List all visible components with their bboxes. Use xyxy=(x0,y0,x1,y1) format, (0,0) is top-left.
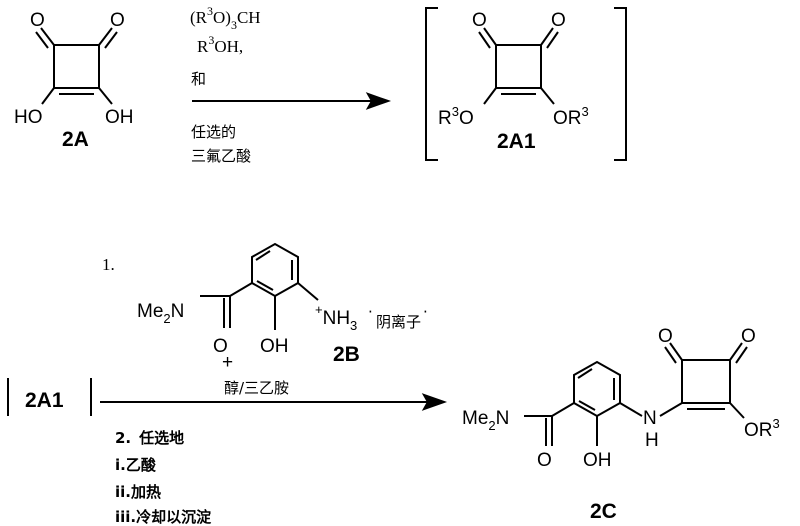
bond xyxy=(619,402,643,417)
atom-O: O xyxy=(741,326,756,347)
bond xyxy=(229,282,253,297)
bond xyxy=(98,87,113,105)
condition-tfa: 三氟乙酸 xyxy=(191,147,251,165)
atom-O: O xyxy=(213,336,228,357)
compound-2B-structure xyxy=(200,242,319,330)
anion-label: 阴离子 xyxy=(376,313,421,331)
reagent-orthoformate: (R3O)3CH xyxy=(190,4,261,32)
step-2-ii: ii.加热 xyxy=(115,483,161,501)
bond xyxy=(729,342,743,361)
bond xyxy=(551,402,575,417)
bond xyxy=(546,31,559,49)
compound-label-2A1: 2A1 xyxy=(497,130,536,153)
atom-OH: OH xyxy=(105,107,134,128)
bond xyxy=(729,402,745,419)
step-2-label: 2.任选地 xyxy=(115,429,184,447)
plus-sign: + xyxy=(222,352,233,373)
bond xyxy=(41,87,55,105)
atom-HO: HO xyxy=(14,107,43,128)
condition-solvent: 醇/三乙胺 xyxy=(224,379,289,397)
double-bond-inner xyxy=(255,250,271,261)
bond xyxy=(735,346,748,364)
bond xyxy=(669,342,683,361)
compound-label-2A: 2A xyxy=(62,128,89,151)
double-bond-inner xyxy=(577,368,593,379)
bond xyxy=(35,31,49,49)
reaction-arrow-1-head xyxy=(365,92,392,110)
bond xyxy=(540,27,554,46)
substituent-Me2N: Me2N xyxy=(137,301,184,326)
anion-dot: · xyxy=(368,303,373,321)
atom-H: H xyxy=(645,430,659,451)
bond xyxy=(40,27,55,46)
atom-OH: OH xyxy=(260,336,289,357)
substituent-OR3: OR3 xyxy=(553,104,589,129)
compound-label-2A1: 2A1 xyxy=(25,389,64,412)
atom-OH: OH xyxy=(583,450,612,471)
bond xyxy=(483,27,497,46)
ammonium-NH3-plus: +NH3 xyxy=(315,302,357,333)
compound-2A1-structure xyxy=(478,27,559,105)
step-1-label: 1. xyxy=(102,255,115,274)
bracket-right xyxy=(614,7,627,161)
step-2-iii: iii.冷却以沉淀 xyxy=(115,508,212,526)
substituent-Me2N: Me2N xyxy=(462,408,509,433)
bond xyxy=(478,31,491,49)
compound-2C-structure xyxy=(524,342,748,446)
atom-N: N xyxy=(643,408,657,429)
bracket-left xyxy=(425,7,438,161)
step-2-i: i.乙酸 xyxy=(115,456,157,474)
compound-label-2B: 2B xyxy=(333,343,360,366)
atom-O: O xyxy=(472,10,487,31)
bond xyxy=(483,87,497,105)
substituent-OR3: OR3 xyxy=(744,416,780,441)
atom-O: O xyxy=(30,10,45,31)
substituent-R3O: R3O xyxy=(438,104,474,129)
bond xyxy=(659,402,683,417)
bond xyxy=(664,346,677,364)
bond xyxy=(98,27,113,46)
atom-O: O xyxy=(537,450,552,471)
double-bond-inner xyxy=(256,280,274,291)
compound-label-2C: 2C xyxy=(590,500,617,523)
bond xyxy=(104,31,118,49)
atom-O: O xyxy=(110,10,125,31)
double-bond-inner xyxy=(578,400,596,411)
condition-optional: 任选的 xyxy=(191,123,236,141)
bond xyxy=(540,87,555,105)
bond xyxy=(297,282,319,301)
condition-and: 和 xyxy=(191,70,206,88)
atom-O: O xyxy=(551,10,566,31)
compound-2A-structure xyxy=(35,27,118,105)
atom-O: O xyxy=(658,326,673,347)
reaction-arrow-2-head xyxy=(421,393,448,411)
anion-dot: · xyxy=(423,303,428,321)
reagent-alcohol: R3OH, xyxy=(197,33,243,56)
